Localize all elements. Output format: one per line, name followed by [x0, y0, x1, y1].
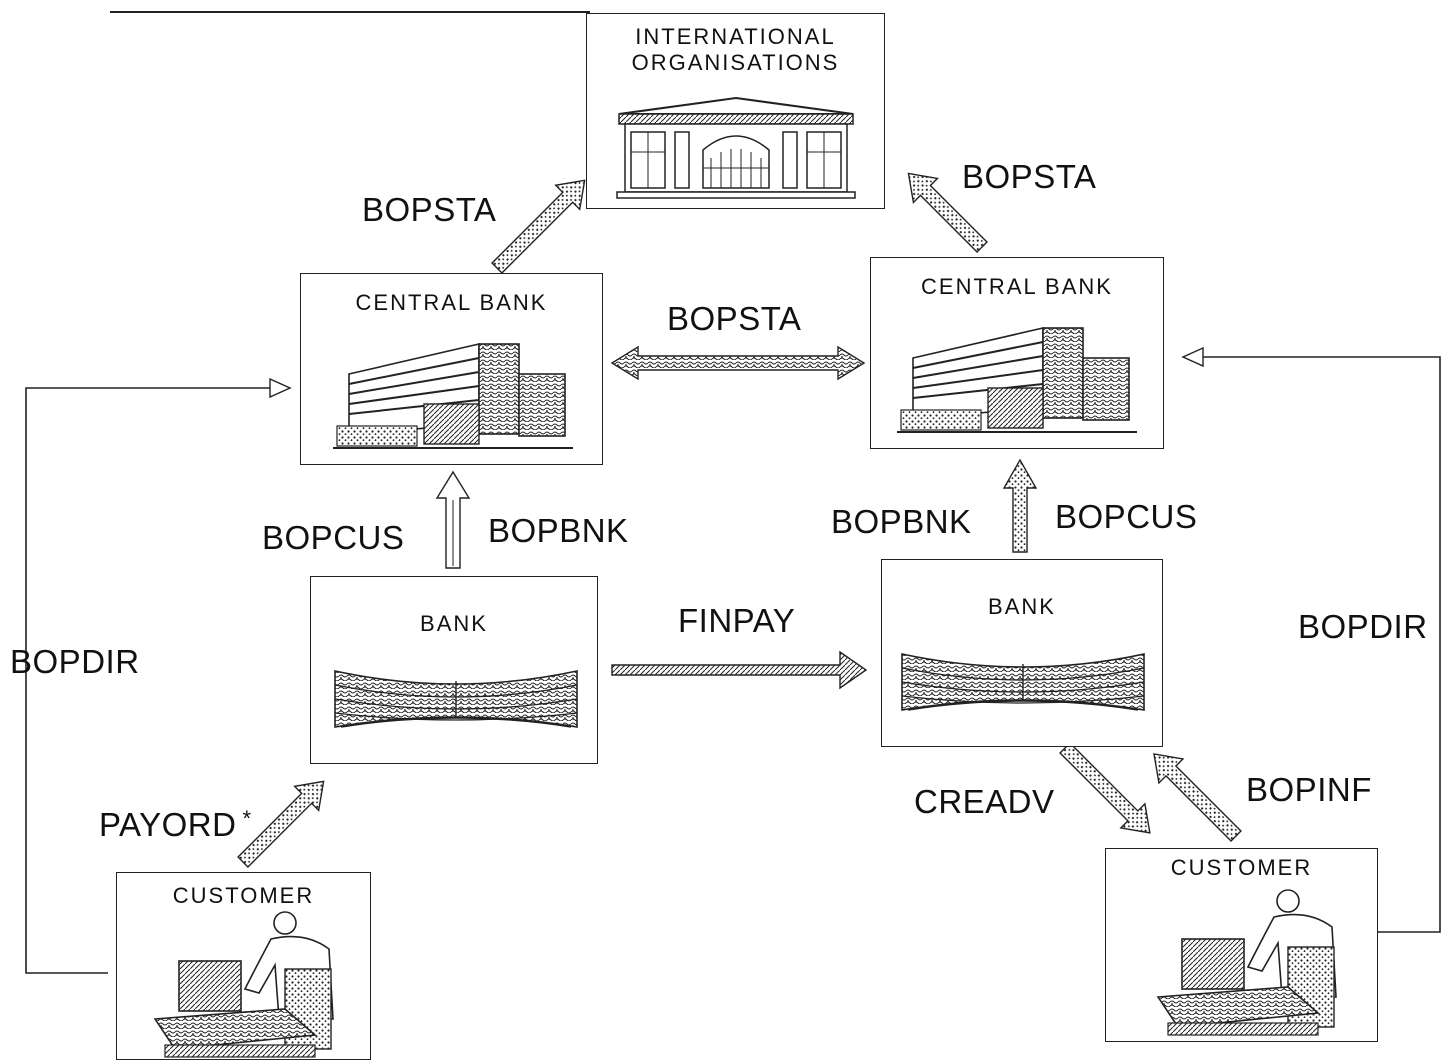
bopdir-left-label: BOPDIR [10, 645, 140, 678]
bank-left-node: BANK [310, 576, 598, 764]
bopdir-right-label: BOPDIR [1298, 610, 1428, 643]
bopsta-right-label: BOPSTA [962, 160, 1096, 193]
customer-left-node: CUSTOMER [116, 872, 371, 1060]
bank-building-icon [331, 657, 581, 747]
international-organisations-node: INTERNATIONAL ORGANISATIONS [586, 13, 885, 209]
finpay-arrow [612, 652, 866, 688]
bopsta-left-label: BOPSTA [362, 193, 496, 226]
bopsta-left-arrow [485, 168, 597, 280]
bopbnk-left-label: BOPBNK [488, 514, 629, 547]
bopdir-left-arrowhead [270, 379, 290, 397]
bopsta-middle-double-arrow [612, 347, 864, 379]
customer-right-title: CUSTOMER [1106, 855, 1377, 881]
bopcus-left-label: BOPCUS [262, 521, 404, 554]
bank-left-title: BANK [311, 611, 597, 637]
bank-right-node: BANK [881, 559, 1163, 747]
bopdir-right-arrowhead [1183, 348, 1203, 366]
central-bank-building-icon [329, 334, 579, 454]
central-bank-right-node: CENTRAL BANK [870, 257, 1164, 449]
finpay-label: FINPAY [678, 604, 795, 637]
bank-right-title: BANK [882, 594, 1162, 620]
customer-left-title: CUSTOMER [117, 883, 370, 909]
bopinf-label: BOPINF [1246, 773, 1372, 806]
institution-building-icon [611, 92, 861, 202]
central-bank-right-title: CENTRAL BANK [871, 274, 1163, 300]
bopbnk-right-label: BOPBNK [831, 505, 972, 538]
international-title-line1: INTERNATIONAL [587, 24, 884, 50]
bank-building-icon [898, 640, 1148, 730]
central-bank-left-title: CENTRAL BANK [301, 290, 602, 316]
bopinf-arrow [1142, 742, 1248, 848]
customer-at-computer-icon [1138, 887, 1358, 1037]
creadv-arrow [1053, 736, 1162, 845]
central-bank-building-icon [893, 318, 1143, 438]
customer-right-node: CUSTOMER [1105, 848, 1378, 1042]
bopcus-bopbnk-left-arrow [437, 472, 469, 568]
bopcus-right-label: BOPCUS [1055, 500, 1197, 533]
payord-label: PAYORD* [99, 808, 252, 841]
payord-text: PAYORD [99, 806, 236, 843]
creadv-label: CREADV [914, 785, 1055, 818]
international-title-line2: ORGANISATIONS [587, 50, 884, 76]
customer-at-computer-icon [135, 909, 355, 1059]
bopsta-middle-label: BOPSTA [667, 302, 801, 335]
bopbnk-bopcus-right-arrow [1004, 460, 1036, 552]
central-bank-left-node: CENTRAL BANK [300, 273, 603, 465]
payord-asterisk: * [242, 806, 251, 831]
